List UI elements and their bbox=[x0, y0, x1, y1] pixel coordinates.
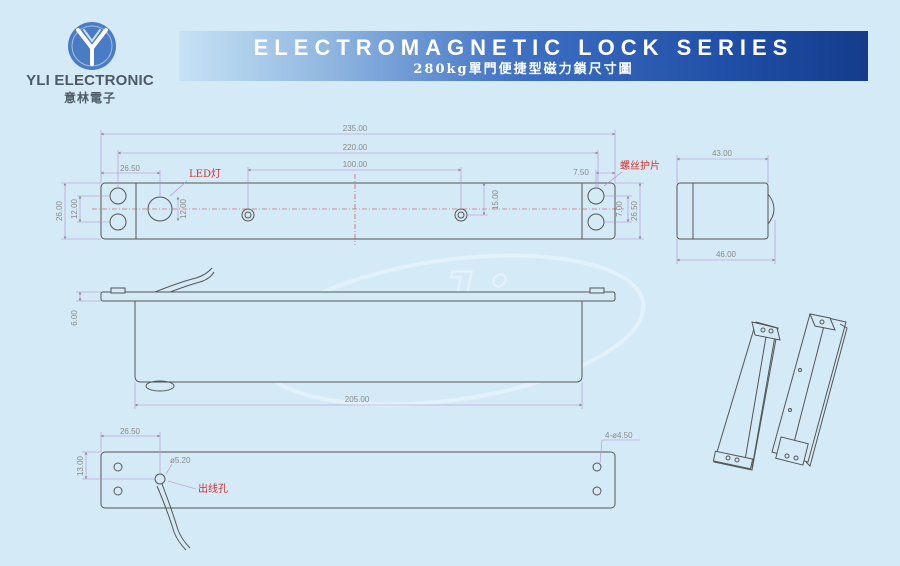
dim-mount-holes: 4-ø4.50 bbox=[605, 431, 633, 440]
dim-side-bottom-width: 46.00 bbox=[716, 250, 737, 259]
label-cable-outlet: 出线孔 bbox=[198, 482, 228, 495]
side-view: 43.00 46.00 bbox=[676, 149, 776, 264]
dim-overall-length: 235.00 bbox=[343, 124, 368, 133]
dim-left-offset: 26.50 bbox=[120, 164, 141, 173]
brand-name: YLI ELECTRONIC bbox=[26, 72, 154, 89]
mount-hole-icon bbox=[113, 462, 123, 472]
isometric-view bbox=[712, 313, 848, 471]
title-banner: ELECTROMAGNETIC LOCK SERIES 280kg單門便捷型磁力… bbox=[179, 31, 868, 81]
bolt-icon bbox=[241, 208, 255, 222]
mount-hole-icon bbox=[592, 462, 602, 472]
mount-hole-icon bbox=[592, 486, 602, 496]
label-screw-cover: 螺丝护片 bbox=[620, 159, 660, 172]
dim-right-offset: 7.50 bbox=[573, 168, 589, 177]
dim-hole-pitch-right: 7.00 bbox=[615, 201, 624, 217]
logo-y-icon bbox=[76, 28, 108, 66]
banner-subtitle: 280kg單門便捷型磁力鎖尺寸圖 bbox=[413, 62, 634, 77]
brand-name-cn: 意林電子 bbox=[63, 91, 116, 105]
dim-hole-span: 220.00 bbox=[343, 143, 368, 152]
brand-logo bbox=[68, 22, 116, 70]
label-led: LED灯 bbox=[189, 168, 221, 180]
dim-cable-hole: ø5.20 bbox=[170, 456, 191, 465]
dim-flange-thickness: 6.00 bbox=[70, 310, 79, 326]
dim-led-height: 12.00 bbox=[179, 198, 188, 219]
dim-bolt-offset: 15.00 bbox=[491, 189, 500, 210]
banner-title: ELECTROMAGNETIC LOCK SERIES bbox=[253, 35, 794, 60]
dim-height: 26.00 bbox=[55, 200, 64, 221]
top-view: 6.00 205.00 bbox=[70, 267, 616, 409]
front-view: 235.00 220.00 100.00 26.50 7.50 26.00 12… bbox=[55, 124, 660, 245]
dim-side-top-width: 43.00 bbox=[712, 149, 733, 158]
bottom-view: 26.50 13.00 ø5.20 4-ø4.50 出线孔 bbox=[76, 427, 640, 551]
dim-bottom-left-offset: 26.50 bbox=[120, 427, 141, 436]
dim-hole-pitch-left: 12.00 bbox=[70, 198, 79, 219]
dim-bolt-span: 100.00 bbox=[343, 160, 368, 169]
dim-right-height: 26.50 bbox=[630, 200, 639, 221]
dim-cable-hole-offset: 13.00 bbox=[76, 455, 85, 476]
mount-hole-icon bbox=[113, 486, 123, 496]
dim-body-length: 205.00 bbox=[345, 395, 370, 404]
